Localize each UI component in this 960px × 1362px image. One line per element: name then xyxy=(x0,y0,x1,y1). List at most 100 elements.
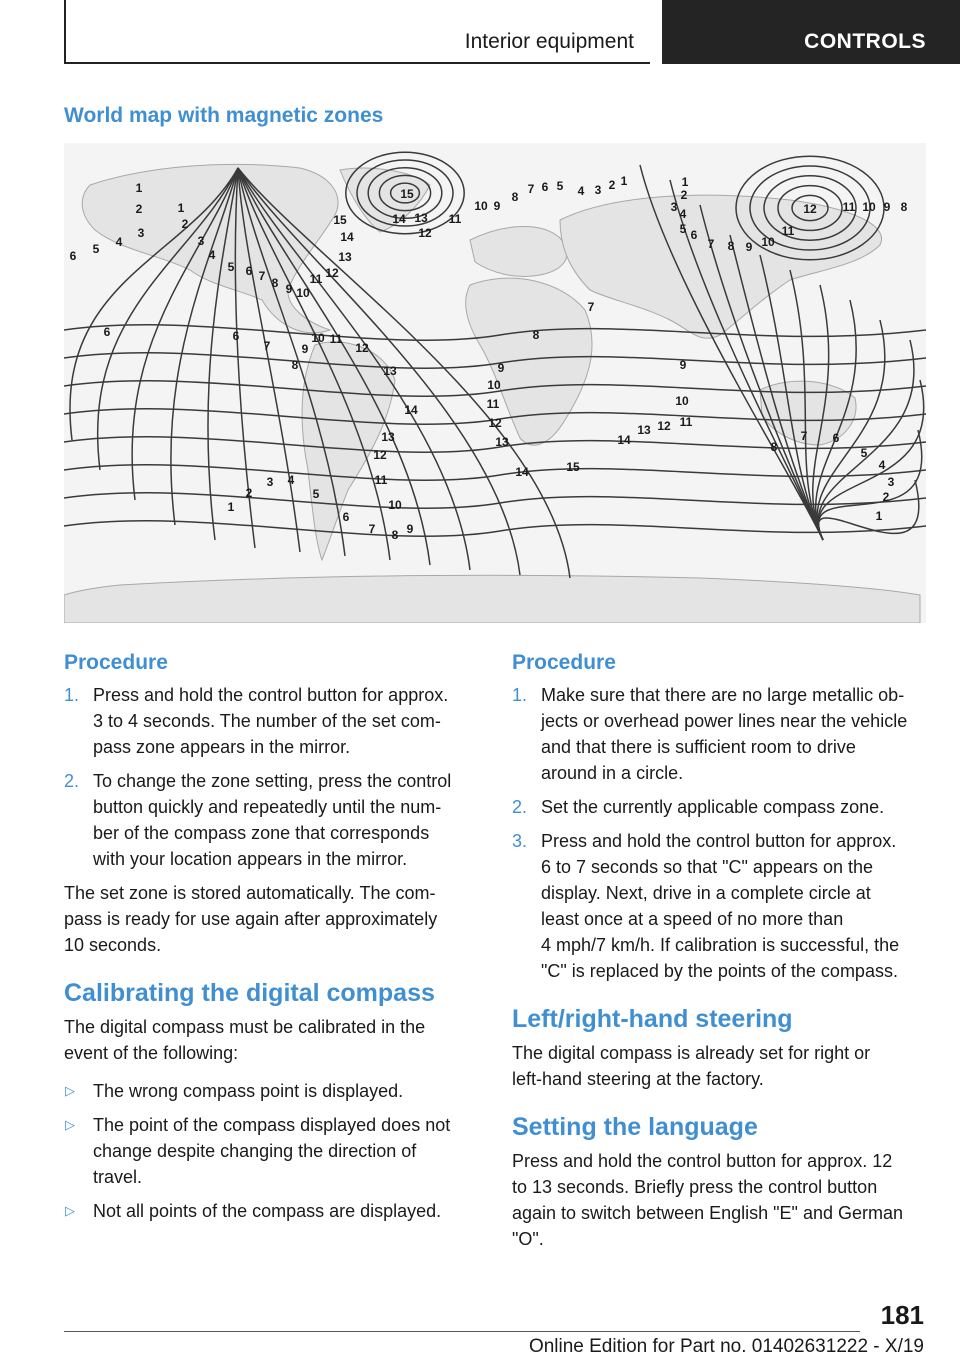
step-number: 2. xyxy=(64,771,80,791)
footer-rule xyxy=(64,1331,860,1332)
zone-number-label: 6 xyxy=(542,180,549,194)
zone-number-label: 2 xyxy=(136,202,143,216)
zone-number-label: 6 xyxy=(70,249,77,263)
step-number: 3. xyxy=(512,831,528,851)
zone-line xyxy=(170,167,239,526)
zone-line xyxy=(237,167,471,571)
zone-number-label: 13 xyxy=(414,211,428,225)
header-bottom-rule xyxy=(64,62,650,64)
bullet-item: ▷ Not all points of the compass are disp… xyxy=(64,1198,480,1224)
zone-number-label: 5 xyxy=(680,222,687,236)
zone-number-label: 4 xyxy=(578,184,585,198)
procedure-heading-left: Procedure xyxy=(64,651,168,674)
zone-number-label: 14 xyxy=(515,465,529,479)
zone-number-label: 3 xyxy=(267,475,274,489)
zone-line xyxy=(763,175,857,241)
zone-number-label: 9 xyxy=(498,361,505,375)
zone-number-label: 6 xyxy=(104,325,111,339)
procedure-heading-right: Procedure xyxy=(512,651,616,674)
zone-number-label: 1 xyxy=(136,181,143,195)
zone-number-label: 12 xyxy=(355,341,369,355)
zone-number-label: 9 xyxy=(884,200,891,214)
zone-line xyxy=(812,284,830,541)
zone-number-label: 2 xyxy=(182,217,189,231)
zone-number-label: 8 xyxy=(292,358,299,372)
zone-line xyxy=(237,167,391,561)
step-line: ber of the compass zone that corresponds xyxy=(93,823,430,843)
step-line: Press and hold the control button for ap… xyxy=(93,685,449,705)
steering-paragraph: The digital compass is already set for r… xyxy=(512,1040,928,1092)
zone-line xyxy=(759,254,824,541)
zone-number-label: 2 xyxy=(246,486,253,500)
zone-number-label: 9 xyxy=(746,240,753,254)
right-column: Procedure 1. Make sure that there are no… xyxy=(512,648,928,1264)
zone-number-label: 10 xyxy=(388,498,402,512)
zone-line xyxy=(131,167,239,501)
step-number: 1. xyxy=(64,685,80,705)
zone-line xyxy=(237,167,301,553)
zone-line xyxy=(97,167,239,471)
step-line: Press and hold the control button for ap… xyxy=(541,831,897,851)
zone-line xyxy=(389,182,421,204)
zone-line xyxy=(237,167,571,579)
zone-number-label: 3 xyxy=(198,234,205,248)
zone-line xyxy=(207,167,239,541)
map-title: World map with magnetic zones xyxy=(64,104,384,127)
bullet-item: ▷ The wrong compass point is displayed. xyxy=(64,1078,480,1104)
zone-number-label: 15 xyxy=(333,213,347,227)
zone-number-label: 11 xyxy=(782,224,795,238)
zone-number-label: 5 xyxy=(557,179,564,193)
zone-number-label: 13 xyxy=(637,423,651,437)
step-line: jects or overhead power lines near the v… xyxy=(541,711,908,731)
zone-number-label: 8 xyxy=(533,328,540,342)
step-line: 3 to 4 seconds. The number of the set co… xyxy=(93,711,441,731)
zone-line xyxy=(64,436,926,453)
step-line: and that there is sufficient room to dri… xyxy=(541,737,856,757)
calibration-intro: The digital compass must be calibrated i… xyxy=(64,1014,480,1066)
bullet-line: The point of the compass displayed does … xyxy=(93,1115,451,1135)
procedure-step: 1. Press and hold the control button for… xyxy=(64,682,480,760)
zone-line xyxy=(789,269,824,541)
zone-number-label: 8 xyxy=(512,190,519,204)
zone-line xyxy=(378,174,432,212)
zone-number-label: 9 xyxy=(302,342,309,356)
zone-number-label: 14 xyxy=(404,403,418,417)
step-line: pass zone appears in the mirror. xyxy=(93,737,351,757)
zone-number-label: 8 xyxy=(771,440,778,454)
procedure-step: 2. To change the zone setting, press the… xyxy=(64,768,480,872)
zone-number-label: 4 xyxy=(116,235,123,249)
zone-number-label: 2 xyxy=(883,490,890,504)
header-section-title: Interior equipment xyxy=(464,30,634,53)
footer-edition: Online Edition for Part no. 01402631222 … xyxy=(528,1336,924,1357)
zone-number-label: 6 xyxy=(233,329,240,343)
zone-number-label: 8 xyxy=(272,276,279,290)
zone-line xyxy=(64,464,926,481)
zone-line xyxy=(817,339,915,541)
zone-number-label: 10 xyxy=(311,331,325,345)
zone-line xyxy=(749,165,871,251)
zone-line xyxy=(234,167,256,549)
steering-heading: Left/right-hand steering xyxy=(512,1005,793,1033)
paragraph-line: The set zone is stored automatically. Th… xyxy=(64,883,436,903)
zone-number-label: 8 xyxy=(728,239,735,253)
zone-number-label: 8 xyxy=(901,200,908,214)
zone-number-label: 4 xyxy=(209,248,216,262)
bullet-line: Not all points of the compass are displa… xyxy=(93,1201,442,1221)
zone-number-label: 2 xyxy=(681,188,688,202)
bullet-item: ▷ The point of the compass displayed doe… xyxy=(64,1112,480,1190)
bullet-line: travel. xyxy=(93,1167,143,1187)
procedure-step: 3. Press and hold the control button for… xyxy=(512,828,928,984)
zone-line xyxy=(64,520,926,537)
zone-number-label: 6 xyxy=(343,510,350,524)
zone-number-label: 3 xyxy=(671,200,678,214)
zone-number-label: 5 xyxy=(861,446,868,460)
step-line: Make sure that there are no large metall… xyxy=(541,685,905,705)
zone-number-label: 14 xyxy=(392,212,406,226)
paragraph-line: Press and hold the control button for ap… xyxy=(512,1151,893,1171)
zone-number-label: 13 xyxy=(383,364,397,378)
step-number: 1. xyxy=(512,685,528,705)
zone-number-label: 1 xyxy=(621,174,628,188)
zone-number-label: 10 xyxy=(761,235,775,249)
zone-number-label: 5 xyxy=(228,260,235,274)
